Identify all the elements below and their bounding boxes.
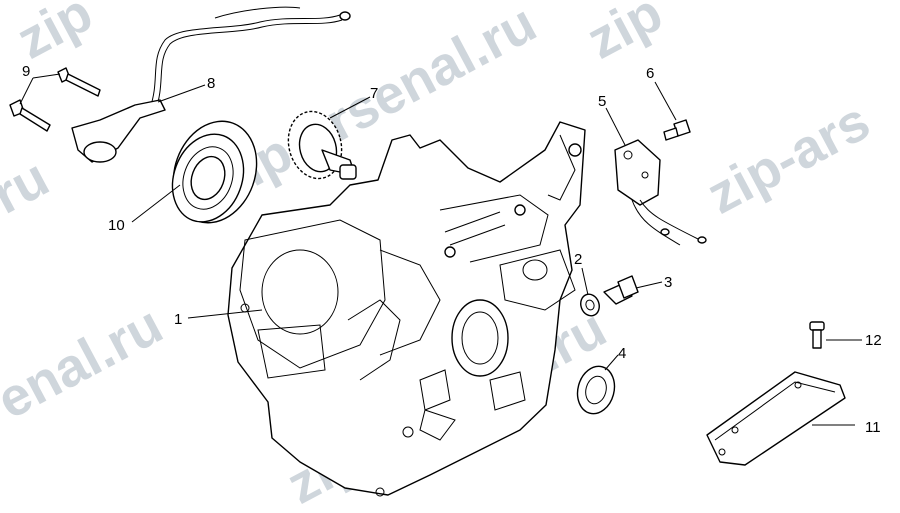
ignition-coil <box>614 139 707 246</box>
callout-8: 8 <box>207 75 215 92</box>
watermark-text: ru <box>0 147 58 225</box>
screw <box>663 119 691 141</box>
callout-7: 7 <box>370 85 378 102</box>
leader-lines <box>19 73 862 426</box>
crankcase <box>227 121 586 497</box>
watermark-text: enal.ru <box>0 294 172 430</box>
callout-1: 1 <box>174 311 182 328</box>
callout-6: 6 <box>646 65 654 82</box>
oil-sensor-harness <box>71 6 351 163</box>
callout-5: 5 <box>598 93 606 110</box>
small-bolt <box>809 321 825 349</box>
drain-plug <box>603 275 639 305</box>
callout-9: 9 <box>22 63 30 80</box>
oil-seal <box>576 365 616 415</box>
watermark-text: zip-ars <box>697 91 879 226</box>
callout-labels: 1 2 3 4 5 6 7 8 9 10 11 12 <box>22 63 882 436</box>
callout-10: 10 <box>108 217 125 234</box>
watermark-text: zip-arsenal.ru <box>207 0 545 211</box>
callout-12: 12 <box>865 332 882 349</box>
cover-plate <box>706 371 846 466</box>
watermark-text: zip <box>577 0 671 71</box>
callout-3: 3 <box>664 274 672 291</box>
balancer-gear <box>287 110 357 180</box>
callout-2: 2 <box>574 251 582 268</box>
watermark-text: zip <box>7 0 101 71</box>
callout-4: 4 <box>618 345 626 362</box>
callout-11: 11 <box>865 419 881 436</box>
washer <box>580 293 600 317</box>
bearing <box>171 120 258 224</box>
